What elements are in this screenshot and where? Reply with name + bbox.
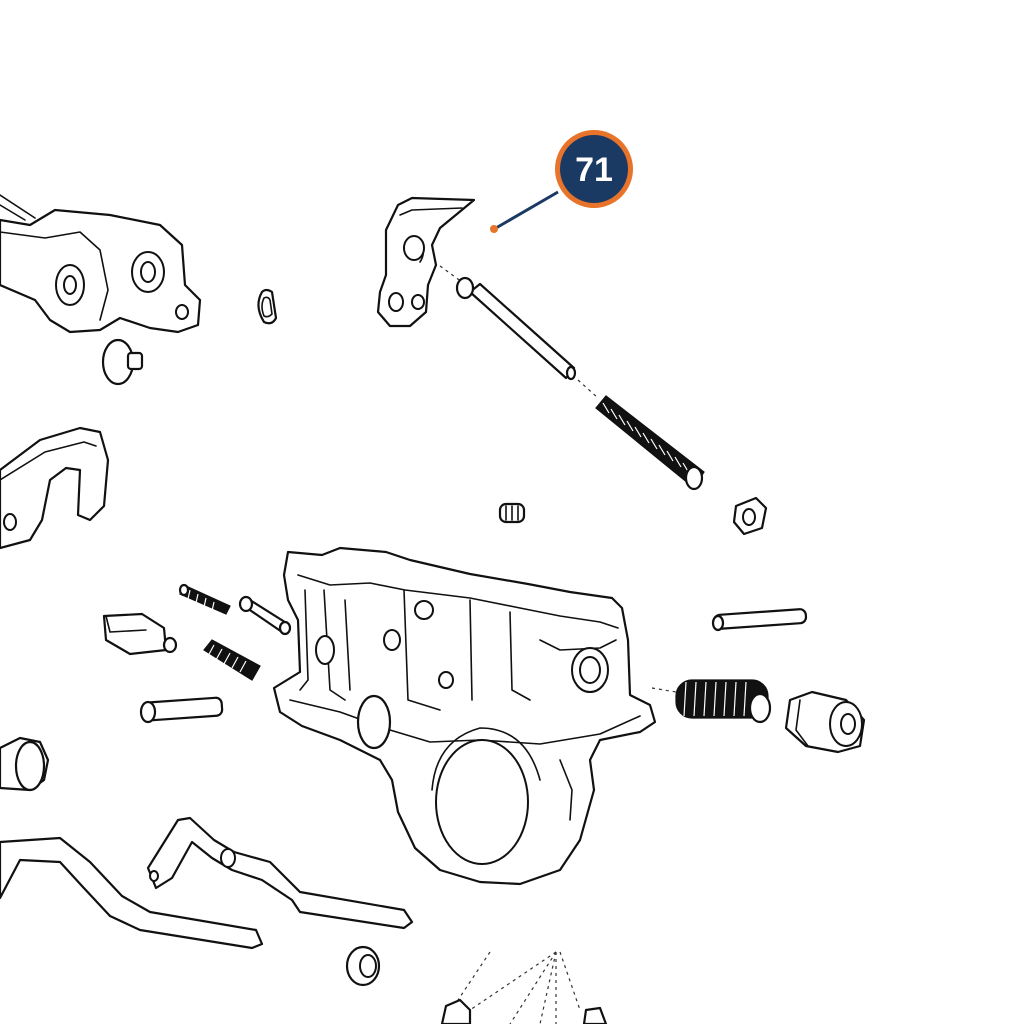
bottom-cropped-part [440,951,608,1024]
hammer-assembly [0,194,202,334]
left-bracket [0,426,110,550]
callout-anchor-dot [490,225,498,233]
long-coil-spring [595,395,705,491]
bushing [784,690,866,754]
callout-71: 71 [490,130,633,233]
long-pin [439,265,599,399]
recoil-spring-right [651,679,772,724]
set-screw [498,502,526,524]
callout-number: 71 [575,151,613,189]
trigger-housing [272,546,657,886]
headed-pin-small [101,338,144,386]
short-pin-a [238,595,292,636]
bottom-middle-lever [146,816,414,930]
bottom-spacer [345,945,381,987]
left-edge-roller [0,736,50,792]
sear-lever-part-71 [376,196,476,328]
small-spring-plunger [178,583,231,615]
callout-badge [560,135,628,203]
d-ring [257,288,278,325]
detent-block [102,612,178,656]
washer [732,496,768,536]
long-pin-right [711,608,808,632]
short-coil-spring [203,639,261,681]
short-pin-b [139,696,224,724]
bottom-left-lever [0,836,264,950]
callout-leader-line [495,190,559,230]
